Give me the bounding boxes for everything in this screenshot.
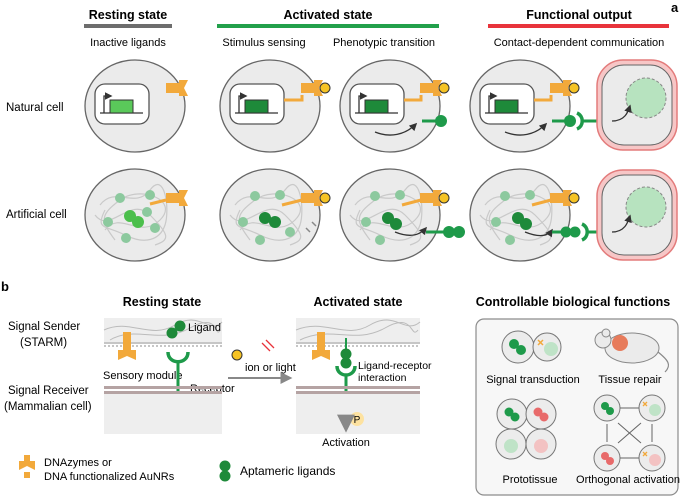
natural-receiver-cell [596,59,678,151]
activation-label: Activation [322,437,370,449]
sub-sensing: Stimulus sensing [222,37,305,49]
legend-dnazyme-line1: DNAzymes or [44,457,112,469]
artificial-cell-sensing [219,168,331,262]
artificial-cell-contact [469,168,612,262]
phosphate-label: P [354,415,361,426]
resting-receiver-membrane [104,386,222,434]
sender-line1: Signal Sender [8,321,80,333]
signal-transduction-icon [501,330,562,364]
interaction-line2: interaction [358,372,407,384]
fn-signal-transduction: Signal transduction [486,374,580,386]
ligand-resting-2 [174,320,186,332]
panel-b-label: b [1,279,9,294]
light-icon [261,339,275,352]
panel-a-label: a [671,0,679,15]
legend-aptamer-label: Aptameric ligands [240,464,335,478]
fn-tissue-repair: Tissue repair [598,374,662,386]
sender-line2: (STARM) [20,337,67,349]
receiver-line1: Signal Receiver [8,385,89,397]
header-functional: Functional output [526,8,632,22]
activated-receiver-membrane [296,386,420,434]
fn-orthogonal-activation: Orthogonal activation [576,474,680,486]
artificial-receiver-cell [596,169,678,261]
functional-bar [488,24,669,28]
legend-aptamer-icon-1 [219,460,231,472]
row-artificial: Artificial cell [6,209,67,221]
artificial-cell-transition [339,168,465,262]
ligand-resting-1 [166,327,178,339]
activated-bar [217,24,439,28]
sensory-module-label: Sensory module [103,370,183,382]
natural-cell-transition [339,59,450,153]
legend-dnazyme-line2: DNA functionalized AuNRs [44,471,175,483]
legend-dnazyme-icon [19,455,35,478]
artificial-cell-resting [84,168,188,262]
interaction-line1: Ligand-receptor [358,360,432,372]
b-resting-title: Resting state [123,295,202,309]
prototissue-icon [495,398,557,460]
natural-cell-sensing [219,59,331,153]
sub-inactive: Inactive ligands [90,37,166,49]
ion-icon [231,349,243,361]
ligand-label: Ligand [188,322,221,334]
natural-cell-resting [84,59,188,153]
sub-contact: Contact-dependent communication [494,37,665,49]
fn-prototissue: Prototissue [502,474,557,486]
row-natural: Natural cell [6,102,64,114]
receiver-line2: (Mammalian cell) [4,401,92,413]
resting-bar [84,24,172,28]
activated-sender-membrane [295,318,421,347]
header-resting: Resting state [89,8,168,22]
resting-sensory-module [118,332,136,360]
functions-title: Controllable biological functions [476,295,670,309]
natural-cell-contact [469,59,612,153]
orthogonal-activation-icon [593,394,666,472]
b-activated-title: Activated state [314,295,403,309]
header-activated: Activated state [284,8,373,22]
activated-sensory-module [312,332,330,360]
sub-transition: Phenotypic transition [333,37,435,49]
legend-aptamer-icon-2 [219,470,231,482]
stimulus-label: ion or light [245,362,296,374]
tissue-repair-mouse-icon [594,328,670,373]
